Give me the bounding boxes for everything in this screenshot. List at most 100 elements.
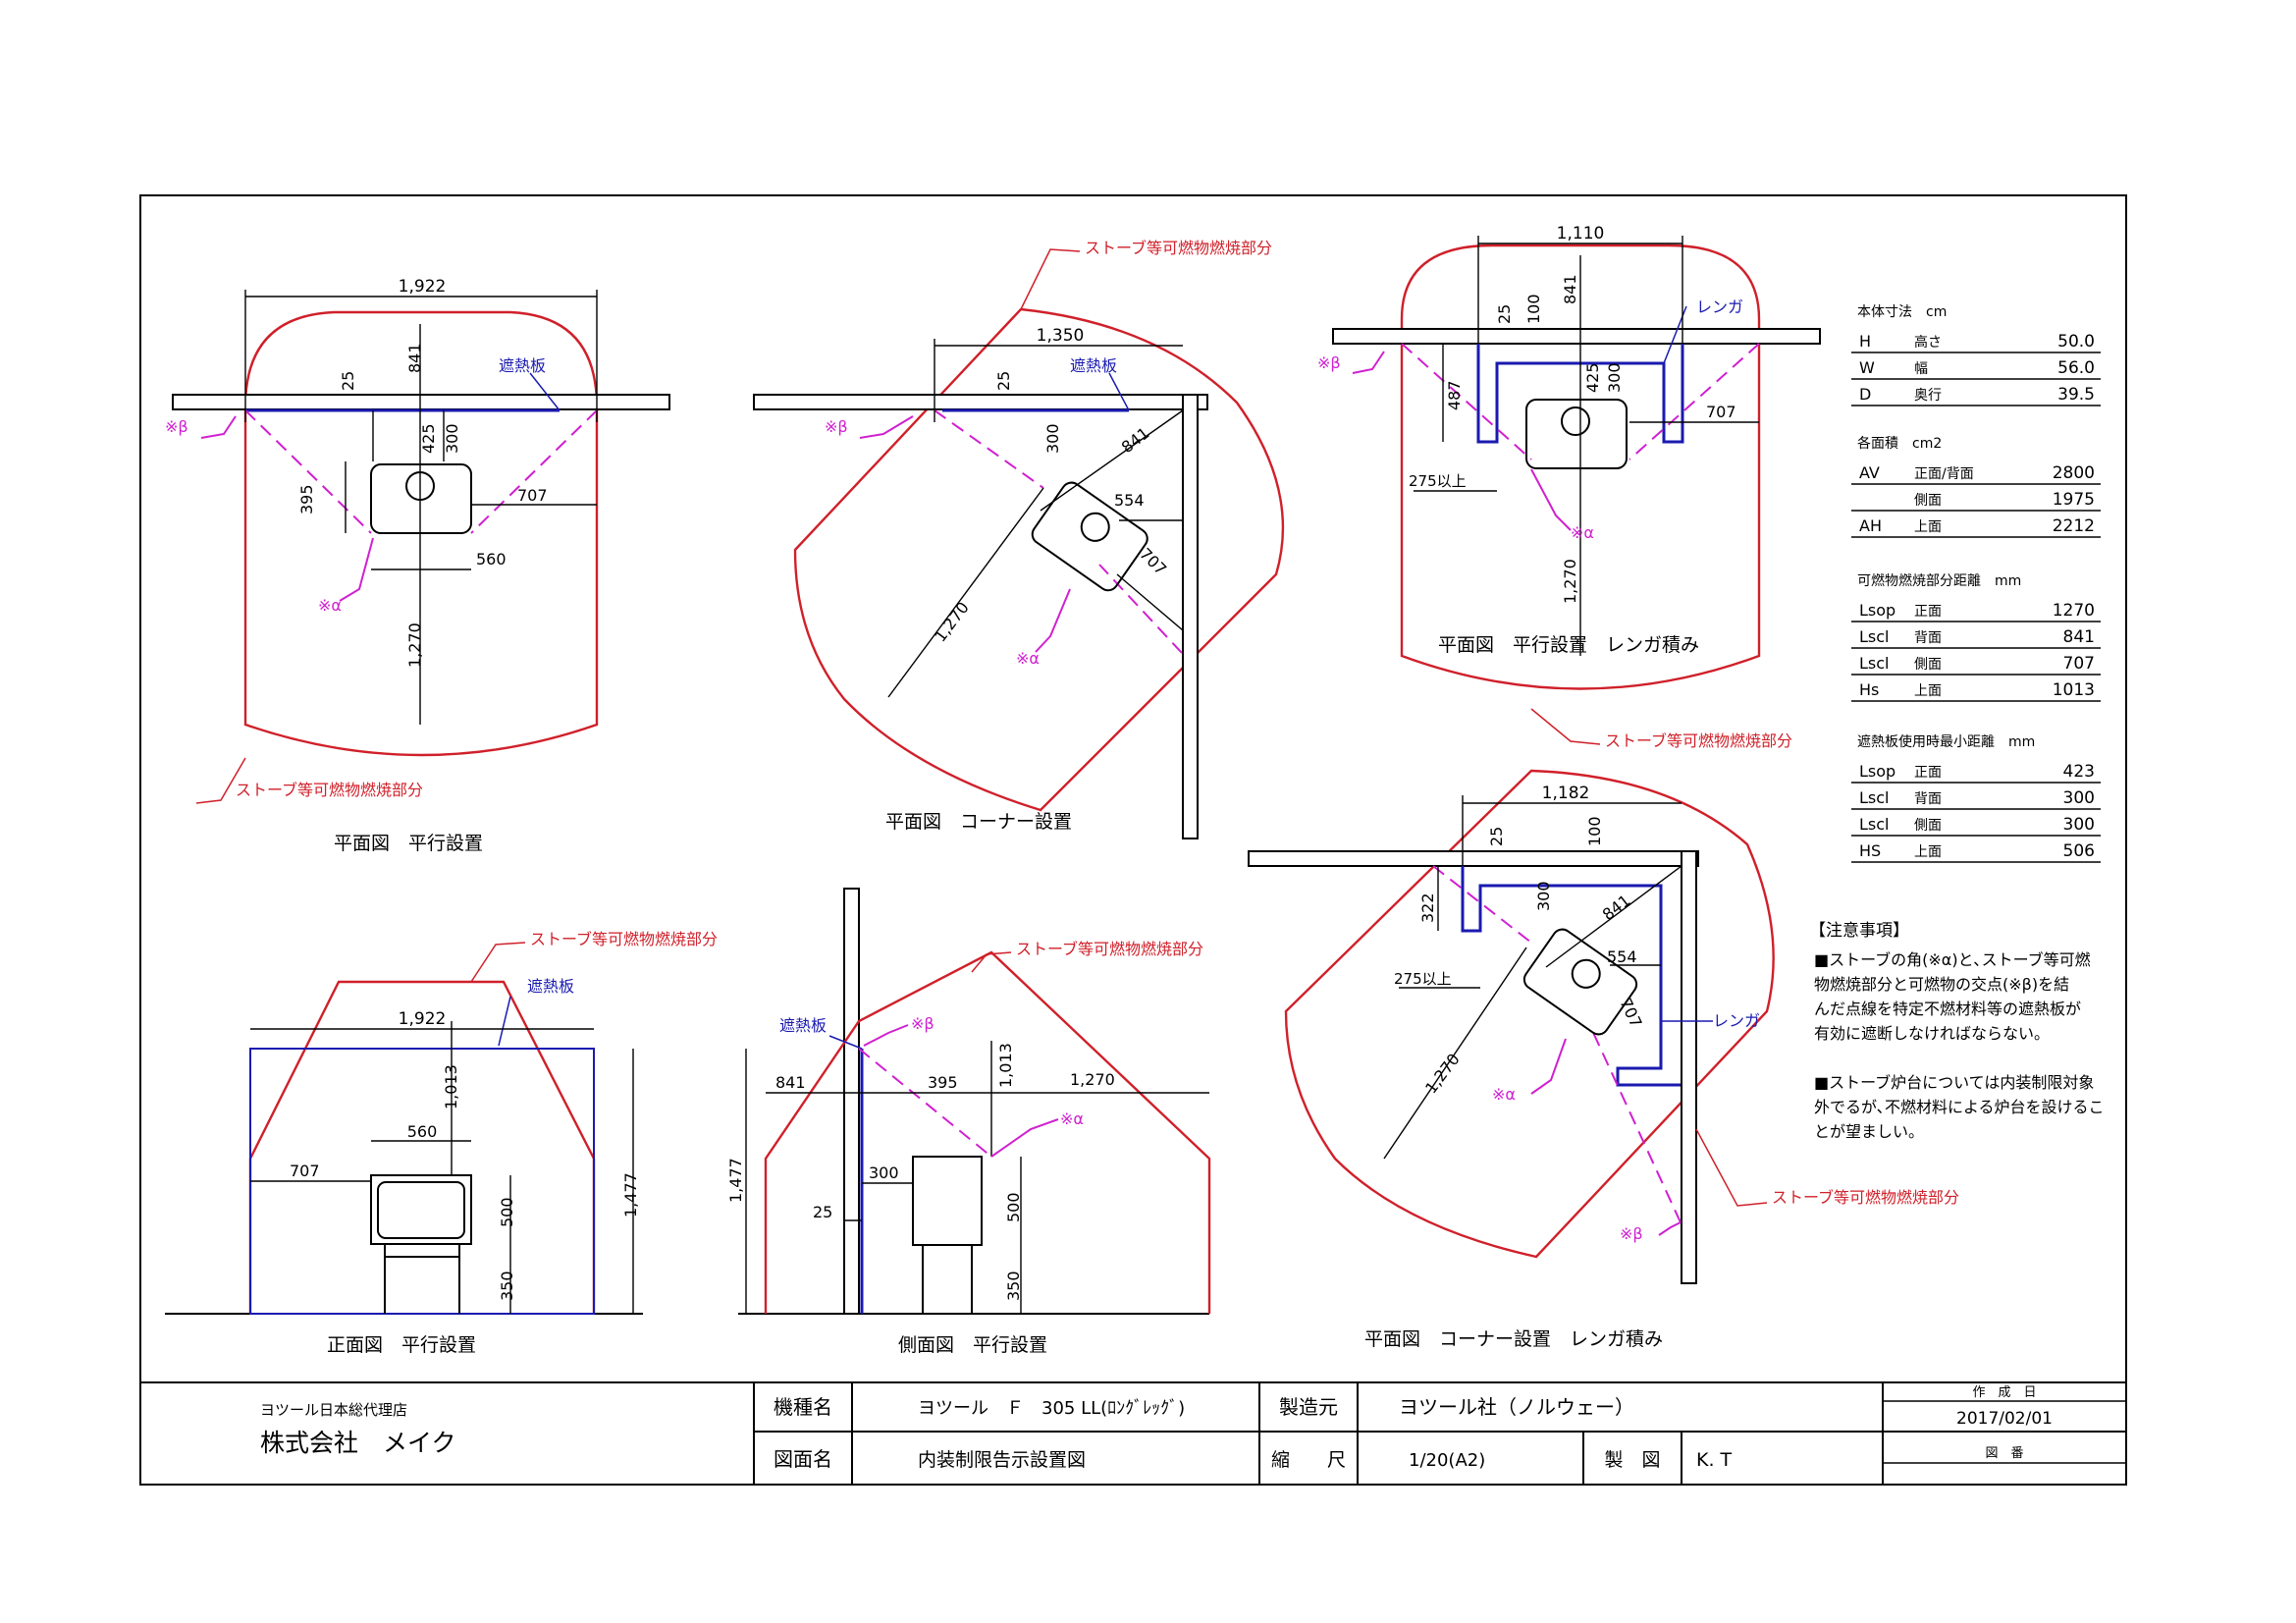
- spec-value: 56.0: [2057, 358, 2095, 378]
- dim-554: 554: [1607, 947, 1637, 966]
- notes-line: 物燃焼部分と可燃物の交点(※β)を結: [1814, 975, 2069, 994]
- spec-name: 幅: [1914, 361, 1928, 377]
- label-alpha: ※α: [1571, 523, 1594, 542]
- dim-1270: 1,270: [405, 622, 424, 668]
- dim-841: 841: [1561, 274, 1579, 304]
- spec-name: 背面: [1914, 791, 1942, 807]
- stove-body: [1031, 481, 1148, 592]
- combustion-leader: [1020, 248, 1081, 310]
- label-beta: ※β: [911, 1014, 934, 1033]
- view-title: 側面図 平行設置: [898, 1334, 1047, 1356]
- alpha-line: [858, 1048, 992, 1158]
- dim-300: 300: [1043, 423, 1062, 454]
- alpha-leader: [1530, 1038, 1567, 1095]
- spec-code: Lscl: [1859, 788, 1890, 807]
- combustion-zone: [248, 980, 596, 1314]
- alpha-line: [470, 409, 598, 534]
- notes-line: とが望ましい。: [1814, 1122, 1924, 1141]
- dim-300: 300: [1605, 362, 1624, 393]
- combustion-leader: [1530, 708, 1601, 745]
- dim-1013: 1,013: [996, 1043, 1015, 1088]
- dim-350: 350: [498, 1271, 516, 1301]
- spec-name: 上面: [1914, 683, 1942, 699]
- dim-25: 25: [339, 371, 357, 391]
- dim-1270: 1,270: [1421, 1050, 1464, 1097]
- dim-395: 395: [297, 484, 316, 514]
- dim-25: 25: [1495, 304, 1514, 324]
- alpha-line: [1432, 865, 1532, 944]
- dim-1182: 1,182: [1542, 784, 1590, 803]
- shield-leader: [828, 1035, 863, 1050]
- wall: [1681, 850, 1697, 1284]
- view-plan-corner-brick: 1,182 25 100 300 841 322 554 707 275以上 1…: [1248, 769, 1959, 1350]
- spec-value: 506: [2063, 841, 2095, 861]
- spec-value: 2800: [2053, 463, 2095, 483]
- dim-554: 554: [1114, 491, 1145, 510]
- spec-section-title: 遮熱板使用時最小距離 mm: [1857, 733, 2035, 750]
- spec-name: 側面: [1914, 657, 1942, 673]
- view-title: 平面図 コーナー設置: [885, 811, 1072, 833]
- dim-841: 841: [405, 343, 424, 373]
- wall: [1182, 394, 1199, 839]
- dim-1270: 1,270: [1561, 559, 1579, 604]
- spec-name: 上面: [1914, 844, 1942, 860]
- dim-707: 707: [1616, 996, 1645, 1031]
- label-alpha: ※α: [1060, 1109, 1084, 1128]
- label-combustion: ストーブ等可燃物燃焼部分: [1605, 731, 1792, 750]
- notes-line: んだ点線を特定不燃材料等の遮熱板が: [1814, 1000, 2081, 1018]
- dim-275: 275以上: [1409, 472, 1467, 490]
- dim-line: [1116, 573, 1184, 631]
- notes-line: 有効に遮断しなければならない。: [1814, 1024, 2050, 1043]
- label-alpha: ※α: [1016, 649, 1040, 668]
- dim-1013: 1,013: [442, 1064, 460, 1109]
- drafter-label: 製 図: [1604, 1449, 1660, 1471]
- shield-leader: [1108, 372, 1130, 411]
- dim-100: 100: [1524, 294, 1543, 324]
- stove-body: [1525, 399, 1628, 469]
- scale-label: 縮 尺: [1271, 1449, 1346, 1471]
- dim-1922: 1,922: [399, 1009, 447, 1029]
- alpha-leader: [1530, 468, 1572, 531]
- spec-name: 正面: [1914, 604, 1942, 620]
- dim-100: 100: [1585, 816, 1604, 846]
- spec-value: 841: [2063, 627, 2095, 647]
- stove-flue: [1561, 406, 1590, 436]
- wall: [753, 394, 1208, 410]
- spec-value: 50.0: [2057, 332, 2095, 352]
- model-label: 機種名: [774, 1395, 832, 1419]
- spec-code: HS: [1859, 841, 1881, 860]
- dim-line: [1545, 865, 1682, 968]
- view-plan-parallel-brick: 1,110 25 100 841 425 300 487 707 275以上 1…: [1317, 224, 1821, 750]
- label-combustion: ストーブ等可燃物燃焼部分: [1772, 1188, 1959, 1207]
- combustion-zone: [1400, 243, 1761, 690]
- beta-leader: [859, 415, 914, 439]
- dim-1350: 1,350: [1037, 326, 1085, 346]
- combustion-leader: [470, 942, 526, 983]
- label-shield: 遮熱板: [499, 356, 546, 375]
- brick-wall: [1461, 866, 1681, 1087]
- stove-door: [377, 1181, 465, 1239]
- combustion-zone: [764, 950, 1211, 1314]
- dim-560: 560: [476, 550, 507, 568]
- alpha-leader: [339, 537, 374, 602]
- stove-body: [370, 1174, 472, 1245]
- beta-leader: [1352, 351, 1385, 374]
- spec-code: D: [1859, 385, 1871, 404]
- dim-707: 707: [1706, 403, 1736, 421]
- view-front-parallel: 1,922 560 707 1,013 1,477 500 350 遮熱板 スト…: [165, 930, 718, 1356]
- dim-841: 841: [1599, 891, 1634, 924]
- wall: [1332, 328, 1821, 345]
- alpha-line: [934, 409, 1044, 489]
- combustion-zone: [1284, 769, 1775, 1259]
- combustion-zone: [793, 307, 1285, 812]
- spec-code: Lsop: [1859, 762, 1896, 781]
- label-combustion: ストーブ等可燃物燃焼部分: [236, 781, 423, 799]
- drafter-value: K. T: [1696, 1449, 1733, 1471]
- dim-1110: 1,110: [1557, 224, 1605, 243]
- spec-name: 高さ: [1914, 334, 1942, 351]
- label-beta: ※β: [165, 417, 188, 436]
- dim-500: 500: [498, 1197, 516, 1227]
- dim-275: 275以上: [1394, 970, 1452, 988]
- dim-350: 350: [1004, 1271, 1023, 1301]
